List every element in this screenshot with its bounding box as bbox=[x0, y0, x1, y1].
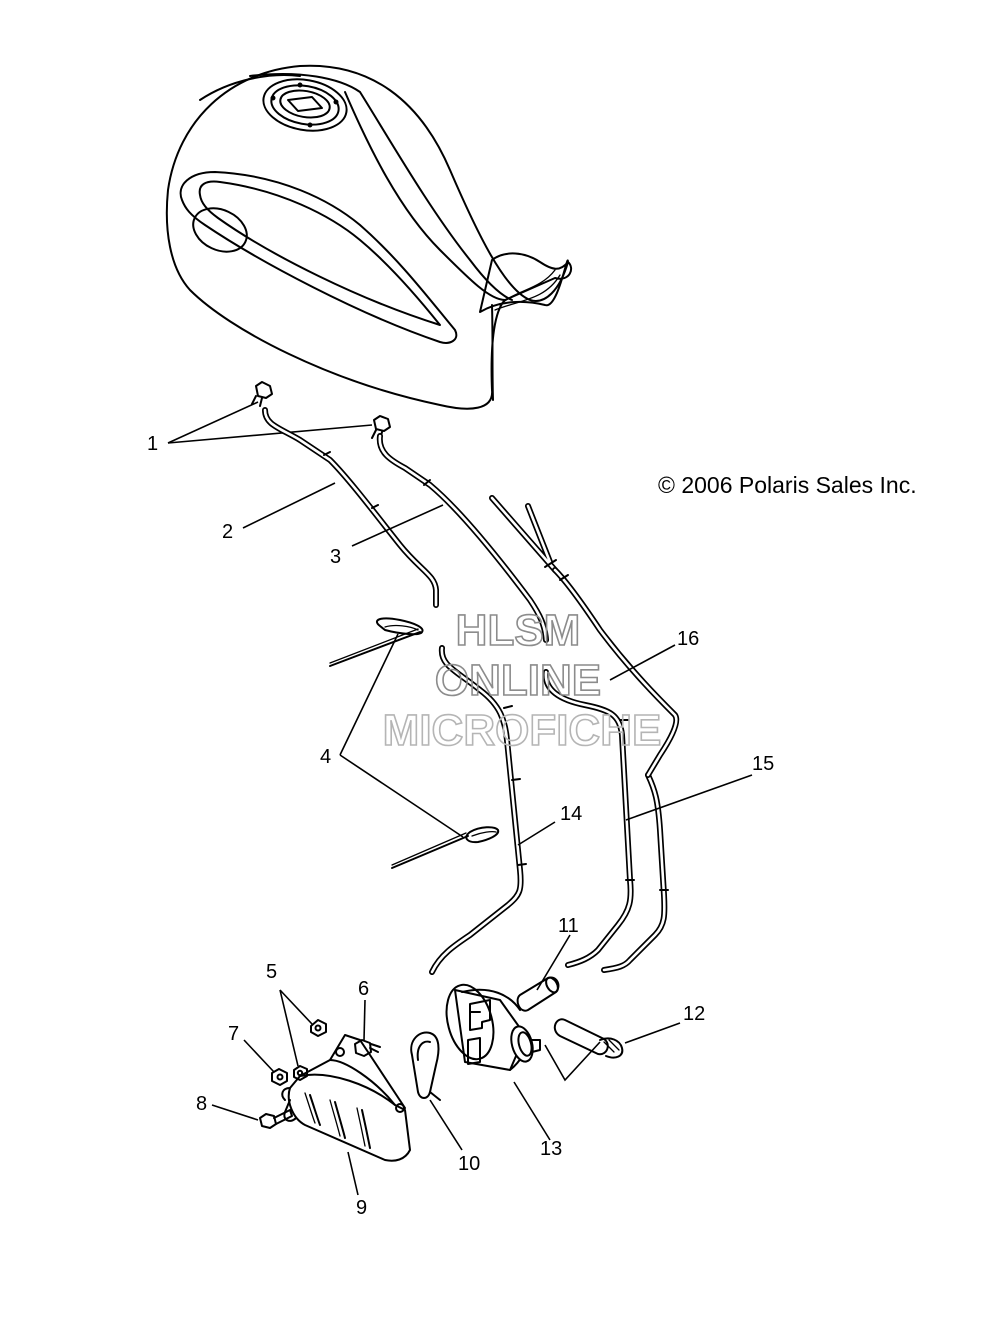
leader-5b bbox=[279, 989, 299, 1067]
part-12-hose-clamp bbox=[553, 1018, 624, 1059]
part-2-vent-hose bbox=[262, 407, 439, 608]
part-14-hose bbox=[429, 645, 527, 975]
part-4-cable-ties bbox=[329, 617, 500, 869]
callout-8: 8 bbox=[196, 1093, 207, 1115]
watermark-line-3: MICROFICHE bbox=[383, 706, 662, 755]
part-13-solenoid-valve bbox=[445, 983, 541, 1071]
callout-14: 14 bbox=[560, 803, 582, 825]
leader-14 bbox=[517, 821, 556, 846]
leader-13a bbox=[544, 1041, 601, 1082]
leader-10 bbox=[429, 1099, 463, 1151]
callout-2: 2 bbox=[222, 521, 233, 543]
part-15-hose bbox=[542, 669, 669, 973]
callout-16: 16 bbox=[677, 628, 699, 650]
callout-5: 5 bbox=[266, 961, 277, 983]
part-7-nut bbox=[271, 1068, 288, 1086]
watermark-line-1: HLSM bbox=[456, 606, 581, 655]
part-11-sleeve bbox=[516, 976, 560, 1012]
part-16-hose bbox=[489, 495, 680, 778]
part-5-nuts bbox=[293, 1019, 327, 1081]
part-9-evap-canister bbox=[281, 1034, 411, 1162]
leader-7 bbox=[243, 1039, 275, 1073]
part-8-bolt bbox=[259, 1109, 293, 1129]
callout-13: 13 bbox=[540, 1138, 562, 1160]
leader-1b bbox=[167, 424, 373, 444]
part-6-bolt bbox=[354, 1039, 381, 1057]
part-1-elbow-fittings bbox=[251, 381, 391, 441]
leader-15 bbox=[625, 774, 753, 821]
leader-8 bbox=[211, 1104, 259, 1121]
leader-2 bbox=[242, 482, 336, 529]
callout-7: 7 bbox=[228, 1023, 239, 1045]
leader-3 bbox=[351, 504, 444, 547]
leader-6 bbox=[363, 999, 366, 1041]
callout-1: 1 bbox=[147, 433, 158, 455]
part-3-vent-hose bbox=[376, 433, 549, 643]
part-10-hose-clip bbox=[410, 1031, 441, 1101]
callout-15: 15 bbox=[752, 753, 774, 775]
watermark-line-2: ONLINE bbox=[435, 656, 601, 705]
leader-13b bbox=[513, 1081, 551, 1141]
leader-11 bbox=[536, 934, 571, 991]
copyright-notice: © 2006 Polaris Sales Inc. bbox=[658, 472, 917, 498]
callout-9: 9 bbox=[356, 1197, 367, 1219]
leader-5a bbox=[279, 989, 313, 1025]
watermark: HLSM ONLINE MICROFICHE bbox=[382, 605, 662, 756]
callout-4: 4 bbox=[320, 746, 331, 768]
leader-4b bbox=[339, 754, 464, 838]
leader-1a bbox=[167, 401, 259, 444]
fuel-cap bbox=[262, 78, 348, 132]
leader-16 bbox=[609, 644, 676, 681]
callout-11: 11 bbox=[558, 915, 579, 937]
callout-10: 10 bbox=[458, 1153, 480, 1175]
fuel-tank bbox=[165, 64, 573, 410]
callout-6: 6 bbox=[358, 978, 369, 1000]
leader-4a bbox=[339, 633, 399, 756]
leader-12 bbox=[624, 1022, 681, 1044]
callout-12: 12 bbox=[683, 1003, 705, 1025]
callout-3: 3 bbox=[330, 546, 341, 568]
leader-9 bbox=[347, 1151, 359, 1196]
